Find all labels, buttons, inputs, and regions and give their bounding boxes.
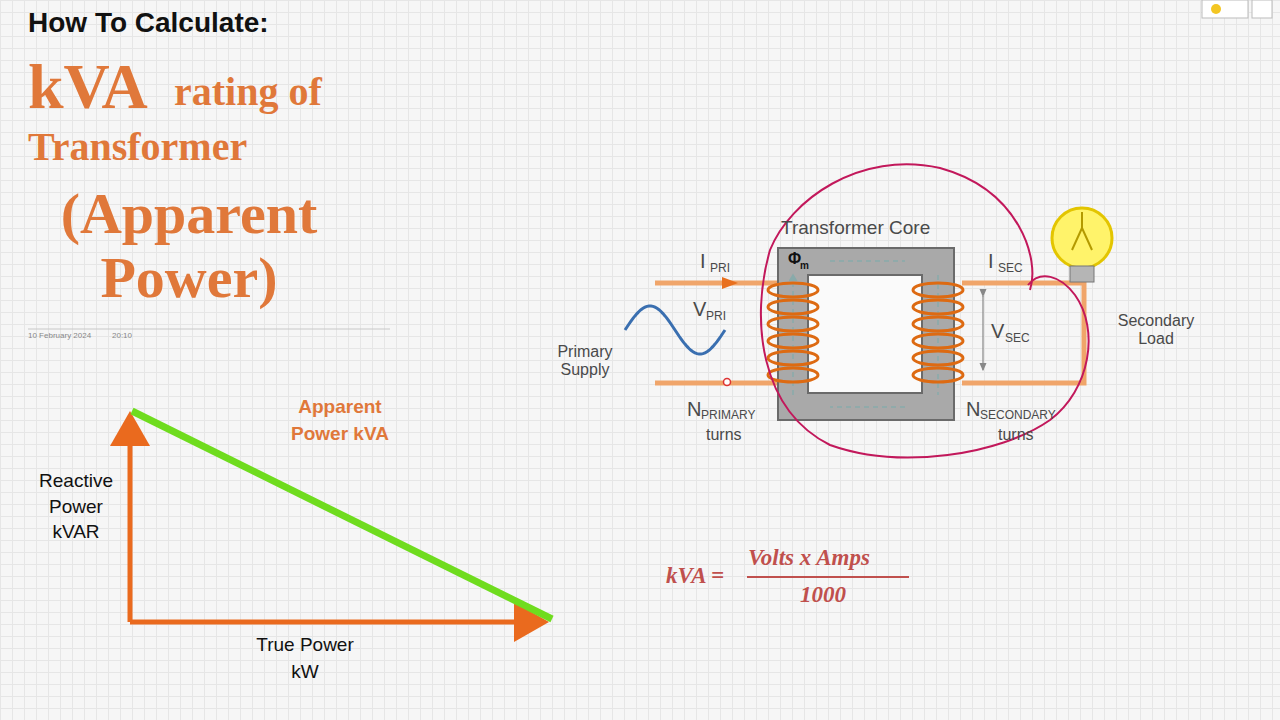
source-label: Primary Supply [545, 343, 625, 378]
subscript: SECONDARY [980, 409, 1056, 422]
coil-turn [913, 317, 963, 331]
signal-name: V [693, 298, 706, 320]
fraction-bar [747, 576, 909, 578]
title-text: (Apparent Power) [24, 182, 354, 310]
signal-name: V [991, 320, 1004, 342]
title: How To Calculate: [28, 8, 269, 39]
toolbar-icon [1211, 4, 1221, 14]
coil-turn [913, 368, 963, 382]
formula: 1000 [800, 582, 846, 607]
time: 20:10 [112, 332, 132, 341]
lamp-base [1070, 266, 1094, 282]
coil-turn [768, 334, 818, 348]
signal-name: I [988, 250, 994, 272]
flux-symbol: Φ [788, 250, 801, 268]
lamp [1052, 208, 1112, 268]
coil-turn [768, 368, 818, 382]
subscript: m [800, 260, 809, 271]
title-text: rating of [174, 70, 322, 114]
date: 10 February 2024 [28, 332, 91, 341]
coil-windings [768, 283, 963, 382]
coil-turn [768, 317, 818, 331]
turns-label: turns [998, 426, 1034, 444]
axis-label: Reactive Power kVAR [26, 468, 126, 545]
signal-name: N [687, 398, 701, 420]
current-arrow [722, 277, 738, 289]
signal-name: I [700, 250, 706, 272]
toolbar-button [1202, 0, 1248, 18]
subscript: SEC [1005, 332, 1030, 345]
hypotenuse-label: Apparent Power kVA [272, 394, 408, 447]
title-text: Transformer [28, 125, 247, 169]
title-kva: kVA [28, 52, 148, 122]
coil-turn [913, 283, 963, 297]
turns-label: turns [706, 426, 742, 444]
voltage-arrow [982, 296, 983, 370]
coil-turn [768, 283, 818, 297]
true-power-arrow [130, 620, 544, 625]
subscript: PRI [710, 262, 730, 275]
toolbar-button [1252, 0, 1272, 18]
secondary-wire [962, 283, 1084, 383]
subscript: SEC [998, 262, 1023, 275]
reactive-power-arrow [128, 416, 133, 622]
terminal-dot [724, 379, 731, 386]
flux-path [793, 261, 938, 407]
subscript: PRIMARY [701, 409, 755, 422]
coil-turn [913, 300, 963, 314]
formula: Volts x Amps [748, 545, 870, 570]
annotation-circle [761, 164, 1089, 457]
core-label: Transformer Core [781, 218, 930, 239]
coil-turn [913, 334, 963, 348]
coil-turn [768, 300, 818, 314]
coil-turn [768, 351, 818, 365]
core-window [808, 275, 922, 393]
primary-wire [655, 381, 782, 386]
signal-name: N [966, 398, 980, 420]
coil-turn [913, 351, 963, 365]
axis-label: True Power kW [250, 632, 360, 685]
lamp-filament [1072, 212, 1092, 250]
subscript: PRI [706, 310, 726, 323]
formula: kVA = [666, 563, 724, 588]
load-label: Secondary Load [1106, 312, 1206, 347]
divider [28, 329, 390, 330]
